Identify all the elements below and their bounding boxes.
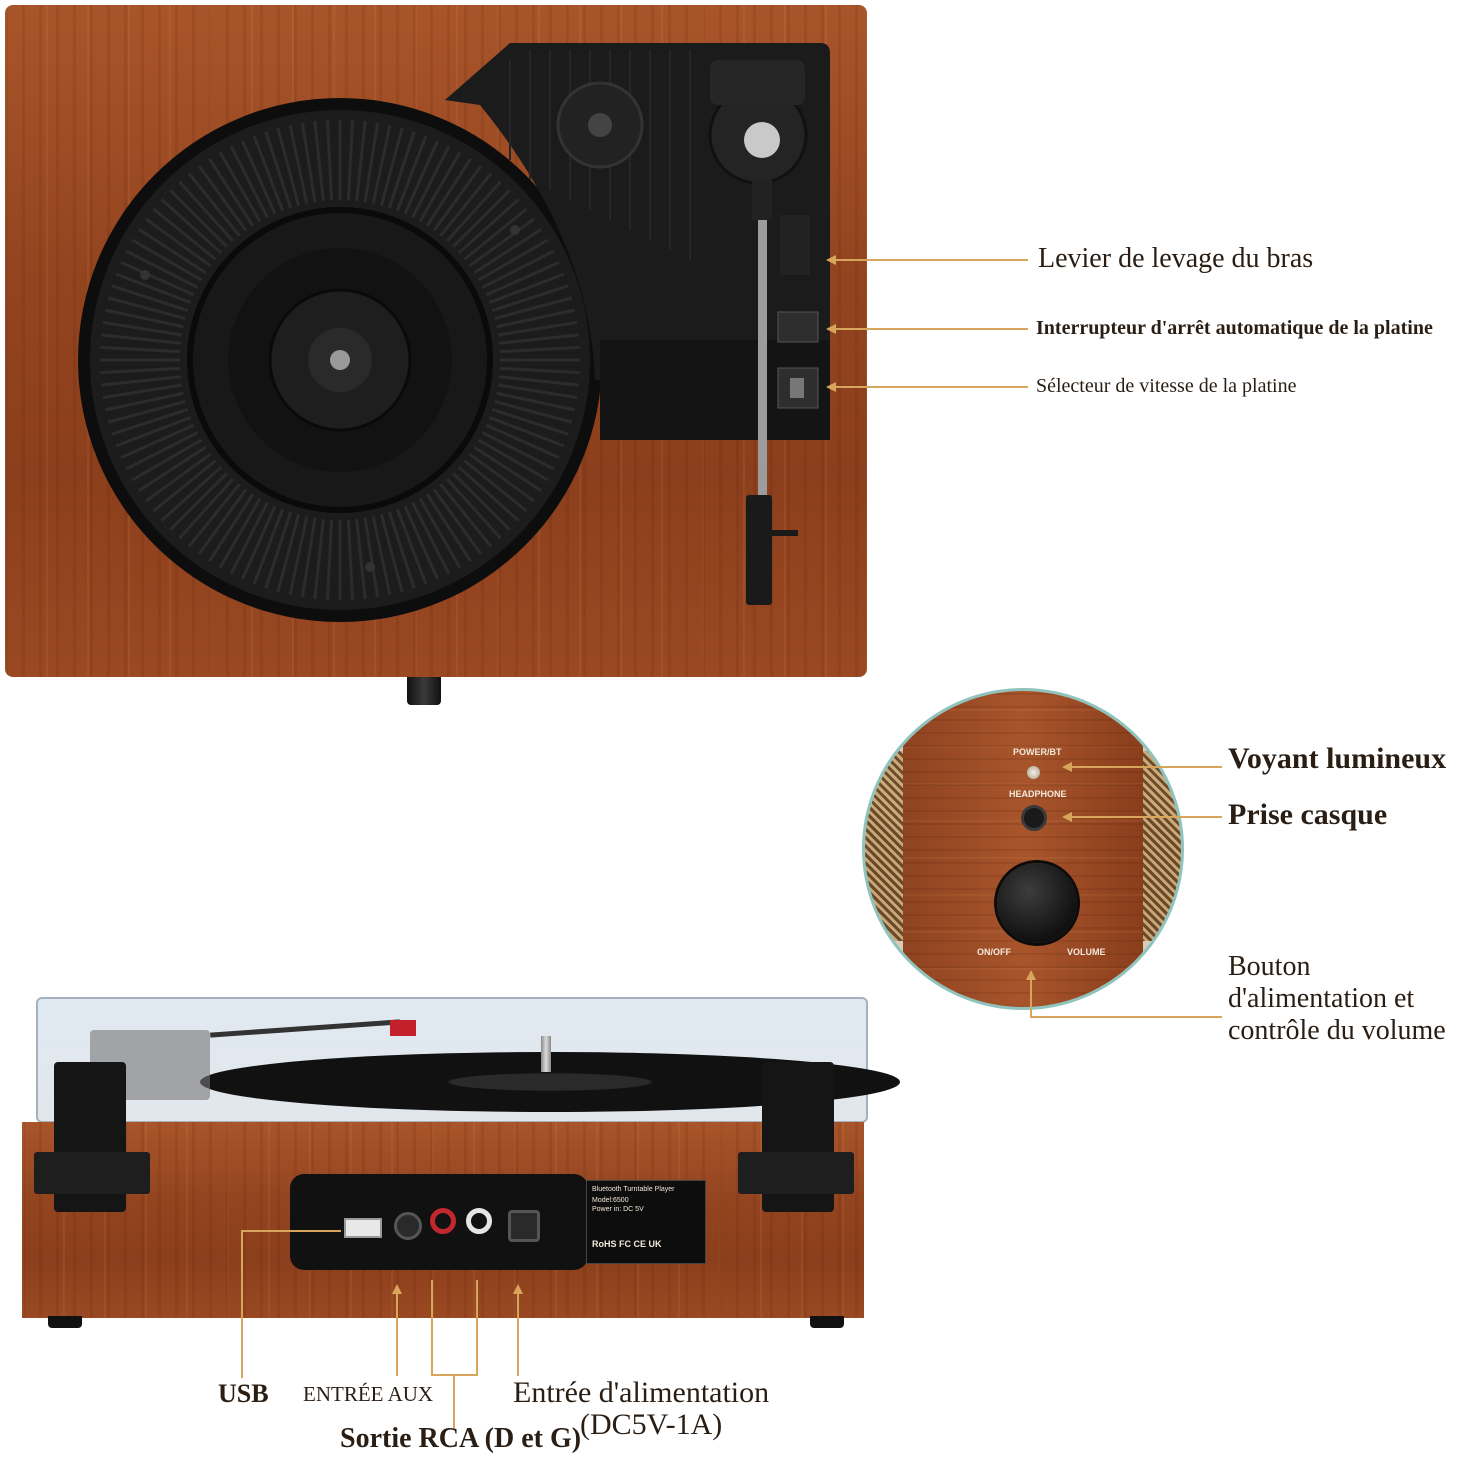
platter <box>78 98 602 622</box>
usb-port[interactable] <box>344 1218 382 1238</box>
hinge-bracket-right <box>738 1152 854 1194</box>
spec-model: Model:6500 <box>592 1197 629 1204</box>
rca-left-jack[interactable] <box>466 1208 492 1234</box>
indicator-light <box>1027 766 1040 779</box>
aux-in-jack[interactable] <box>394 1212 422 1240</box>
label-power-in-line2: (DC5V-1A) <box>580 1408 723 1441</box>
tonearm-base-plate <box>445 43 830 605</box>
label-headphone-jack: Prise casque <box>1228 798 1388 831</box>
foot-right <box>810 1316 844 1328</box>
label-power-volume-line3: contrôle du volume <box>1228 1015 1446 1046</box>
speaker-grille-left <box>865 751 905 941</box>
side-wood-panel <box>903 691 1143 1007</box>
rca-right-jack[interactable] <box>430 1208 456 1234</box>
rear-io-panel <box>290 1174 588 1270</box>
label-power-in-line1: Entrée d'alimentation <box>513 1376 770 1409</box>
label-speed-selector: Sélecteur de vitesse de la platine <box>1036 375 1297 397</box>
label-power-volume-line2: d'alimentation et <box>1228 983 1415 1014</box>
headphone-label: HEADPHONE <box>1009 789 1067 799</box>
label-rca-out: Sortie RCA (D et G) <box>340 1423 582 1454</box>
headphone-jack[interactable] <box>1021 805 1047 831</box>
label-indicator-light: Voyant lumineux <box>1228 742 1447 775</box>
cartridge-rear <box>390 1020 416 1036</box>
power-volume-knob[interactable] <box>997 863 1077 943</box>
speaker-grille-right <box>1141 751 1181 941</box>
spindle <box>541 1036 551 1072</box>
label-tonearm-lift-lever: Levier de levage du bras <box>1038 243 1314 274</box>
volume-label: VOLUME <box>1067 947 1106 957</box>
power-bt-label: POWER/BT <box>1013 747 1062 757</box>
side-panel-zoom: POWER/BT HEADPHONE ON/OFF VOLUME <box>862 688 1184 1010</box>
spec-power: Power in: DC 5V <box>592 1206 644 1213</box>
volume-knob-front <box>407 677 441 705</box>
dc-power-jack[interactable] <box>508 1210 540 1242</box>
spec-marks: RoHS FC CE UK <box>592 1239 662 1249</box>
on-off-label: ON/OFF <box>977 947 1011 957</box>
spec-plate: Bluetooth Turntable Player Model:6500 Po… <box>586 1180 706 1264</box>
hinge-bracket-left <box>34 1152 150 1194</box>
label-aux-in: ENTRÉE AUX <box>303 1382 434 1406</box>
spec-title: Bluetooth Turntable Player <box>592 1186 675 1193</box>
label-auto-stop-switch: Interrupteur d'arrêt automatique de la p… <box>1036 317 1433 339</box>
label-usb: USB <box>218 1379 269 1408</box>
foot-left <box>48 1316 82 1328</box>
label-power-volume-line1: Bouton <box>1228 951 1311 982</box>
